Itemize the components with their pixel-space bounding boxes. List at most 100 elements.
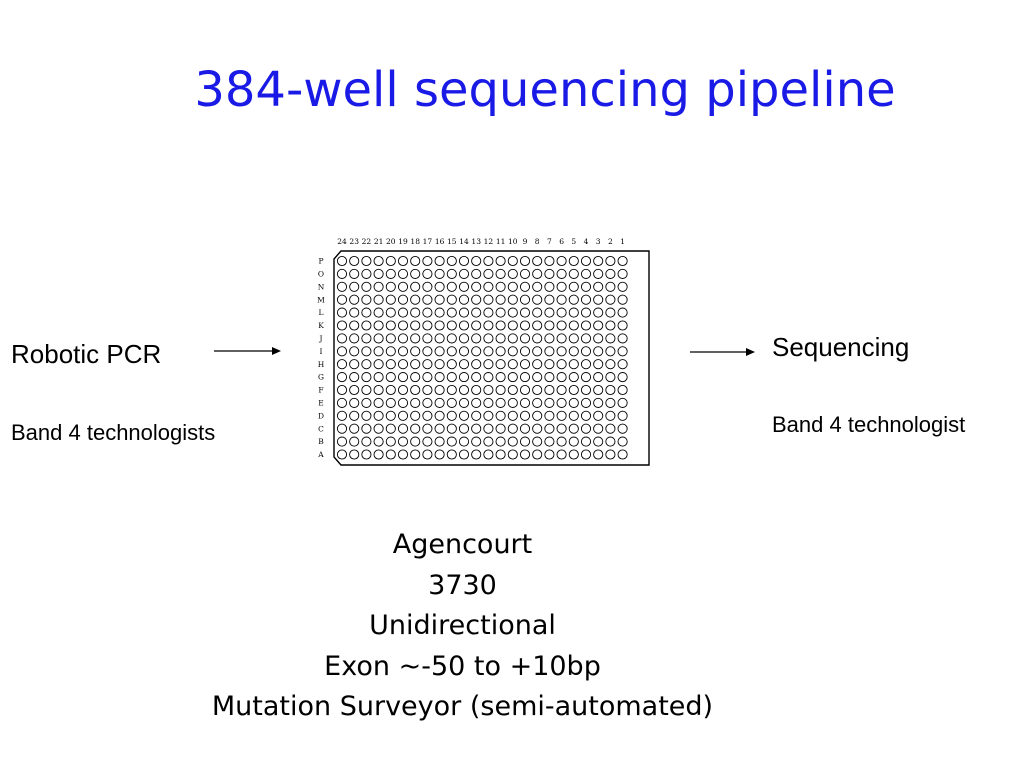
plate-well <box>434 384 445 396</box>
plate-well <box>544 423 555 434</box>
plate-well <box>617 346 628 357</box>
plate-row-label: C <box>318 424 324 433</box>
step-robotic-pcr: Robotic PCR <box>11 339 162 369</box>
plate-well <box>422 307 433 318</box>
step-sequencing: Sequencing <box>772 332 910 362</box>
plate-well <box>580 307 592 318</box>
plate-well <box>507 410 518 421</box>
plate-well <box>532 294 543 305</box>
plate-well <box>507 281 518 292</box>
plate-well <box>519 359 531 370</box>
plate-well <box>605 333 616 344</box>
plate-well <box>495 359 506 370</box>
plate-well <box>605 294 616 305</box>
plate-well <box>593 281 604 292</box>
plate-well <box>471 436 482 447</box>
plate-well <box>373 410 384 421</box>
plate-well <box>483 410 494 421</box>
plate-well <box>422 397 433 408</box>
plate-well <box>458 372 470 383</box>
plate-well <box>410 449 421 460</box>
plate-well <box>507 449 518 460</box>
plate-well <box>617 294 628 305</box>
detail-line-direction: Unidirectional <box>369 610 556 641</box>
plate-well <box>568 294 579 305</box>
plate-well <box>336 281 348 292</box>
plate-column-label: 4 <box>584 237 589 246</box>
plate-well <box>361 255 372 267</box>
plate-well <box>458 281 470 292</box>
plate-well <box>593 436 604 447</box>
plate-well <box>385 307 396 318</box>
plate-well <box>361 372 372 383</box>
plate-well <box>495 436 506 447</box>
plate-well <box>336 384 348 396</box>
plate-well <box>446 346 457 357</box>
plate-well <box>385 359 396 370</box>
plate-well <box>519 410 531 421</box>
plate-well <box>361 384 372 396</box>
plate-well <box>544 397 555 408</box>
plate-well <box>422 359 433 370</box>
plate-well <box>593 346 604 357</box>
plate-well <box>556 268 567 279</box>
plate-well <box>349 294 360 305</box>
plate-well <box>605 384 616 396</box>
plate-well <box>519 372 531 383</box>
plate-well <box>544 410 555 421</box>
plate-well <box>471 397 482 408</box>
plate-well <box>410 384 421 396</box>
plate-well <box>349 384 360 396</box>
plate-well <box>446 449 457 460</box>
plate-well <box>556 384 567 396</box>
plate-well <box>483 268 494 279</box>
plate-well <box>532 372 543 383</box>
plate-well <box>532 436 543 447</box>
plate-well <box>434 255 445 267</box>
plate-well <box>373 294 384 305</box>
plate-well <box>495 307 506 318</box>
plate-well <box>434 410 445 421</box>
plate-well <box>397 359 409 370</box>
plate-well <box>580 255 592 267</box>
plate-well <box>617 359 628 370</box>
plate-well <box>483 307 494 318</box>
plate-well <box>397 320 409 331</box>
plate-well <box>483 359 494 370</box>
detail-line-model: 3730 <box>428 569 497 601</box>
plate-well <box>507 346 518 357</box>
plate-column-label: 23 <box>349 237 359 246</box>
plate-well <box>458 436 470 447</box>
plate-well <box>483 384 494 396</box>
plate-column-label: 8 <box>535 237 540 246</box>
plate-well <box>495 268 506 279</box>
plate-column-label: 1 <box>620 237 625 246</box>
plate-column-label: 20 <box>386 237 396 246</box>
plate-column-label: 14 <box>459 237 469 246</box>
plate-well <box>349 268 360 279</box>
plate-well <box>519 346 531 357</box>
plate-well <box>568 281 579 292</box>
plate-well <box>471 372 482 383</box>
plate-well <box>349 397 360 408</box>
plate-well <box>532 410 543 421</box>
plate-well <box>568 372 579 383</box>
plate-well <box>605 449 616 460</box>
plate-well <box>593 384 604 396</box>
plate-column-label: 16 <box>435 237 445 246</box>
plate-column-label: 2 <box>608 237 613 246</box>
plate-well <box>373 307 384 318</box>
plate-well <box>397 423 409 434</box>
plate-column-label: 24 <box>337 237 347 246</box>
plate-well <box>410 423 421 434</box>
plate-well <box>373 449 384 460</box>
plate-well <box>385 397 396 408</box>
plate-well <box>410 359 421 370</box>
plate-well <box>483 397 494 408</box>
plate-well <box>336 449 348 460</box>
plate-well <box>385 333 396 344</box>
plate-well <box>605 281 616 292</box>
plate-well <box>483 436 494 447</box>
plate-well <box>519 423 531 434</box>
plate-column-label: 19 <box>398 237 408 246</box>
